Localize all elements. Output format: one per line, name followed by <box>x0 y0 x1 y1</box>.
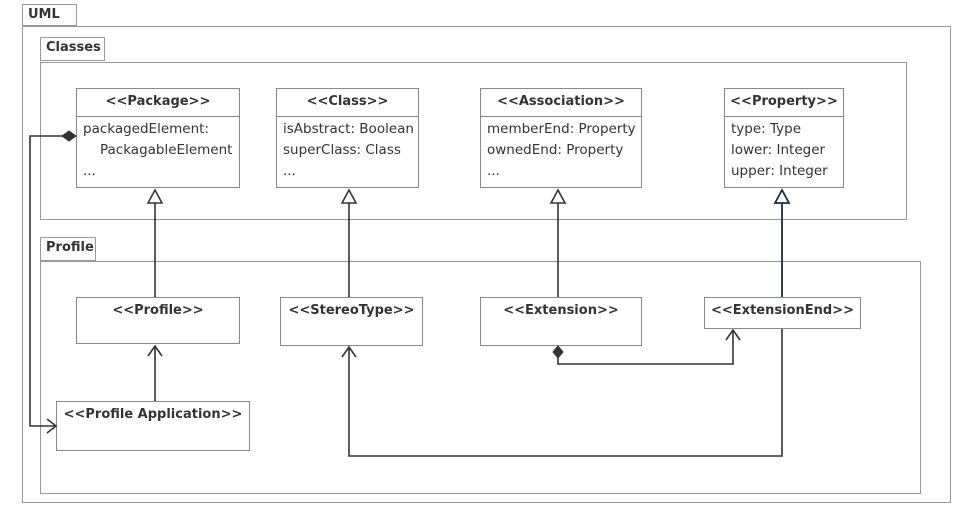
package-class-divider <box>77 116 239 117</box>
association-class-divider <box>481 116 641 117</box>
property-class-attributes: type: Type lower: Integer upper: Integer <box>725 117 843 182</box>
stereotype-class[interactable]: <<StereoType>> <box>280 297 423 346</box>
stereotype-class-name: <<StereoType>> <box>288 303 415 318</box>
association-extensionend-stereotype <box>341 329 783 457</box>
uml-package-frame <box>22 26 951 503</box>
generalization-extension-association <box>549 188 567 297</box>
profile-package-frame <box>40 261 921 494</box>
package-attr-3: ... <box>83 163 96 179</box>
profile-application-class-name: <<Profile Application>> <box>63 407 243 422</box>
composition-extension-extensionend <box>552 328 741 365</box>
profile-application-class[interactable]: <<Profile Application>> <box>56 401 250 451</box>
association-class-name: <<Association>> <box>497 94 625 109</box>
property-class-name: <<Property>> <box>730 94 838 109</box>
property-attr-1: type: Type <box>731 121 802 137</box>
association-attr-3: ... <box>487 163 500 179</box>
package-class[interactable]: <<Package>> packagedElement: PackagableE… <box>76 88 240 188</box>
class-class-name: <<Class>> <box>306 94 389 109</box>
extension-end-class[interactable]: <<ExtensionEnd>> <box>704 297 861 329</box>
classes-package-tab: Classes <box>40 37 105 61</box>
association-attr-1: memberEnd: Property <box>487 121 636 137</box>
class-attr-3: ... <box>283 163 296 179</box>
profile-package-tab: Profile <box>40 237 96 261</box>
class-class[interactable]: <<Class>> isAbstract: Boolean superClass… <box>276 88 419 188</box>
property-class[interactable]: <<Property>> type: Type lower: Integer u… <box>724 88 844 188</box>
profile-class-name: <<Profile>> <box>112 303 204 318</box>
package-class-name: <<Package>> <box>105 94 211 109</box>
uml-package-tab: UML <box>22 4 77 26</box>
package-attr-1: packagedElement: <box>83 121 210 137</box>
package-attr-2: PackagableElement <box>100 142 233 158</box>
profile-class[interactable]: <<Profile>> <box>76 297 240 344</box>
generalization-profile-package <box>146 188 164 297</box>
extension-end-class-name: <<ExtensionEnd>> <box>711 303 854 318</box>
association-class[interactable]: <<Association>> memberEnd: Property owne… <box>480 88 642 188</box>
property-attr-3: upper: Integer <box>731 163 828 179</box>
classes-package-frame <box>40 62 907 220</box>
composition-package-profileapp <box>29 130 77 434</box>
association-attr-2: ownedEnd: Property <box>487 142 624 158</box>
generalization-extensionend-property <box>773 188 791 297</box>
class-class-attributes: isAbstract: Boolean superClass: Class ..… <box>277 117 418 182</box>
generalization-stereotype-class <box>340 188 358 297</box>
property-attr-2: lower: Integer <box>731 142 826 158</box>
association-class-attributes: memberEnd: Property ownedEnd: Property .… <box>481 117 641 182</box>
package-class-attributes: packagedElement: PackagableElement ... <box>77 117 239 182</box>
class-attr-1: isAbstract: Boolean <box>283 121 414 137</box>
property-class-divider <box>725 116 843 117</box>
class-attr-2: superClass: Class <box>283 142 401 158</box>
extension-class-name: <<Extension>> <box>503 303 619 318</box>
association-profileapp-profile <box>147 344 163 401</box>
extension-class[interactable]: <<Extension>> <box>480 297 642 346</box>
class-class-divider <box>277 116 418 117</box>
